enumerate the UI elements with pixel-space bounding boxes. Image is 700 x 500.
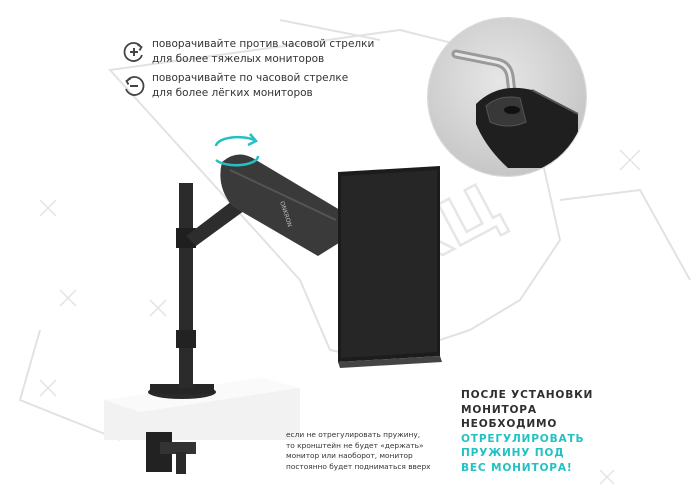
instruction-line: НЕОБХОДИМО	[461, 418, 558, 431]
desk-clamp	[146, 432, 196, 474]
instruction-accent-line: ОТРЕГУЛИРОВАТЬ	[461, 432, 585, 445]
hint-heavy: поворачивайте против часовой стрелки для…	[122, 37, 374, 67]
hint-light-line2: для более лёгких мониторов	[152, 87, 313, 99]
instruction-line: ПОСЛЕ УСТАНОВКИ	[461, 389, 594, 401]
hint-heavy-line2: для более тяжелых мониторов	[152, 53, 325, 65]
adjust-instruction: ПОСЛЕ УСТАНОВКИ МОНИТОРА НЕОБХОДИМО ОТРЕ…	[461, 388, 593, 476]
note-line: если не отрегулировать пружину,	[286, 430, 421, 439]
rotate-ccw-plus-icon	[123, 42, 143, 62]
instruction-line: МОНИТОРА	[461, 403, 537, 416]
instruction-accent-line: ВЕС МОНИТОРА!	[461, 461, 573, 474]
hint-light-line1: поворачивайте по часовой стрелке	[152, 72, 349, 84]
instruction-accent-line: ПРУЖИНУ ПОД	[461, 447, 565, 460]
hint-heavy-line1: поворачивайте против часовой стрелки	[152, 38, 375, 50]
lower-arm	[186, 198, 248, 246]
spring-warning-note: если не отрегулировать пружину, то кронш…	[286, 430, 436, 472]
zoom-detail	[428, 18, 586, 176]
hint-light: поворачивайте по часовой стрелке для бол…	[122, 71, 348, 101]
adjust-arrows-icon	[214, 133, 260, 167]
note-line: постоянно будет подниматься вверх	[286, 461, 431, 471]
note-line: монитор или наоборот, монитор	[286, 451, 413, 461]
hex-key-detail	[451, 49, 579, 168]
pole	[179, 183, 193, 388]
note-line: то кронштейн не будет «держать»	[286, 440, 424, 450]
rotate-cw-minus-icon	[125, 76, 145, 96]
